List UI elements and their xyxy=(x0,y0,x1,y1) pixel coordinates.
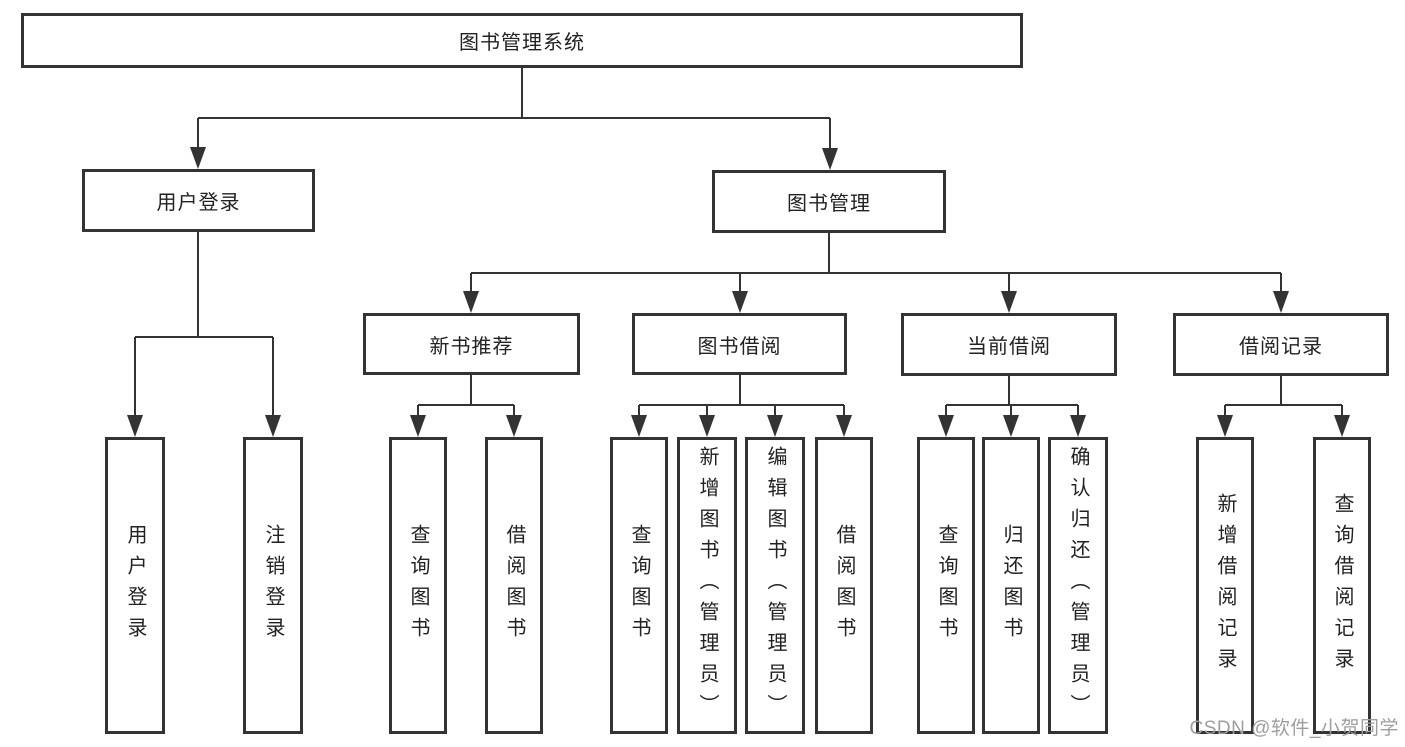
arrowhead xyxy=(631,415,647,437)
arrowhead xyxy=(1273,291,1289,313)
leaf-query-books-2: 查询图书 xyxy=(610,437,668,734)
node-label: 新书推荐 xyxy=(429,335,514,358)
leaf-edit-books-admin: 编辑图书（管理员） xyxy=(745,437,805,734)
arrowhead xyxy=(938,415,954,437)
leaf-label: 注销登录 xyxy=(262,523,284,648)
node-label: 用户登录 xyxy=(156,192,241,214)
leaf-return-books: 归还图书 xyxy=(982,437,1040,734)
leaf-label: 查询图书 xyxy=(407,523,429,648)
arrowhead xyxy=(1070,415,1086,437)
arrowhead xyxy=(265,415,281,437)
node-label: 图书管理系统 xyxy=(459,32,585,54)
leaf-label: 借阅图书 xyxy=(833,523,855,648)
arrowhead xyxy=(1334,415,1350,437)
arrowhead xyxy=(1003,415,1019,437)
node-book-borrowing: 图书借阅 xyxy=(632,313,847,375)
leaf-confirm-return-admin: 确认归还（管理员） xyxy=(1048,437,1108,734)
arrowhead xyxy=(732,291,748,313)
node-borrow-records: 借阅记录 xyxy=(1173,313,1389,376)
arrowhead xyxy=(836,415,852,437)
leaf-label: 编辑图书（管理员） xyxy=(764,446,786,725)
leaf-label: 用户登录 xyxy=(124,523,146,648)
node-label: 图书借阅 xyxy=(697,335,782,358)
leaf-label: 新增借阅记录 xyxy=(1214,492,1236,679)
node-label: 借阅记录 xyxy=(1239,336,1323,358)
arrowhead xyxy=(767,415,783,437)
arrowhead xyxy=(699,415,715,437)
leaf-add-borrow-record: 新增借阅记录 xyxy=(1196,437,1254,734)
arrowhead xyxy=(127,415,143,437)
leaf-label: 查询借阅记录 xyxy=(1331,492,1353,679)
leaf-logout: 注销登录 xyxy=(243,437,303,734)
leaf-label: 确认归还（管理员） xyxy=(1067,446,1089,725)
leaf-query-books-1: 查询图书 xyxy=(389,437,447,734)
leaf-query-borrow-record: 查询借阅记录 xyxy=(1313,437,1371,734)
arrowhead xyxy=(822,148,838,170)
leaf-user-login: 用户登录 xyxy=(105,437,165,734)
leaf-query-books-3: 查询图书 xyxy=(917,437,975,734)
leaf-add-books-admin: 新增图书（管理员） xyxy=(677,437,737,734)
node-label: 图书管理 xyxy=(787,193,871,215)
leaf-label: 查询图书 xyxy=(628,523,650,648)
node-new-book-recommend: 新书推荐 xyxy=(363,313,580,375)
csdn-watermark: CSDN @软件_小贺同学 xyxy=(1189,718,1399,739)
leaf-label: 归还图书 xyxy=(1000,523,1022,648)
node-label: 当前借阅 xyxy=(967,336,1051,358)
arrowhead xyxy=(190,147,206,169)
node-user-login: 用户登录 xyxy=(82,169,315,232)
node-current-borrowing: 当前借阅 xyxy=(901,313,1117,376)
leaf-label: 查询图书 xyxy=(935,523,957,648)
leaf-label: 借阅图书 xyxy=(503,523,525,648)
arrowhead xyxy=(463,291,479,313)
arrowhead xyxy=(1217,415,1233,437)
leaf-borrow-books-1: 借阅图书 xyxy=(485,437,543,734)
arrowhead xyxy=(1001,291,1017,313)
node-book-management: 图书管理 xyxy=(712,170,946,233)
arrowhead xyxy=(506,415,522,437)
node-root-system: 图书管理系统 xyxy=(21,13,1023,68)
leaf-label: 新增图书（管理员） xyxy=(696,446,718,725)
leaf-borrow-books-2: 借阅图书 xyxy=(815,437,873,734)
arrowhead xyxy=(410,415,426,437)
